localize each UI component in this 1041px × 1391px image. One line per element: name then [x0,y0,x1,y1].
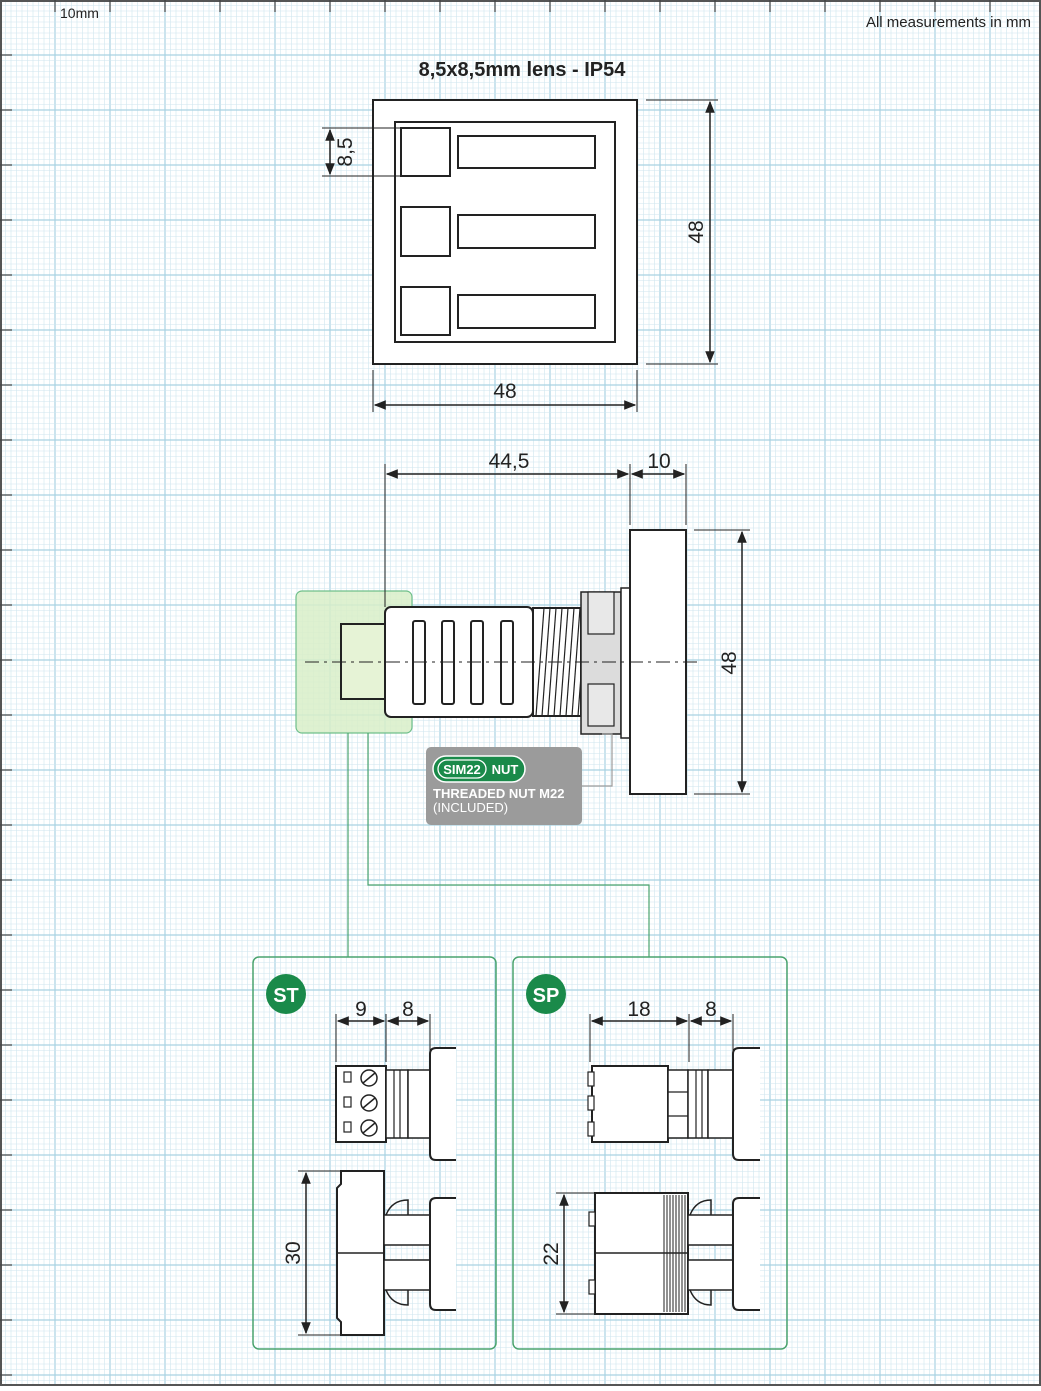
st-screw-1 [360,1069,378,1087]
lens-1 [400,127,451,177]
lens-dim-label: 8,5 [334,137,357,166]
st-side-neck-bottom [383,1259,431,1291]
front-view: 8,5x8,5mm lens - IP54 8,5 48 48 [322,59,718,412]
variant-st-panel: ST 9 8 30 [252,956,497,1350]
sp-plug-tab-1 [587,1071,595,1087]
st-screw-3 [360,1119,378,1137]
thread-line [541,607,551,717]
nut-flat-top [587,591,615,635]
sim22-pill [432,755,526,783]
st-height-dim-label: 30 [282,1241,305,1264]
side-height-dim-label: 48 [718,651,741,674]
variant-st-badge [266,974,306,1014]
side-view: 44,5 10 48 SIM22 NUT THREADED NUT M22 (I… [295,450,750,957]
variant-sp-badge [526,974,566,1014]
st-latch-top [385,1199,409,1216]
scale-label: 10mm [60,5,99,21]
nut-flat-bottom [587,683,615,727]
label-window-3 [457,294,596,329]
sp-side-tab-1 [588,1211,596,1227]
nut-badge: SIM22 NUT THREADED NUT M22 (INCLUDED) [426,747,582,825]
front-height-dim-label: 48 [685,220,708,243]
sp-plug-rear [667,1069,689,1139]
sp-dim-a-label: 18 [627,998,650,1021]
sp-side-neck-bottom [687,1259,734,1291]
sp-side-neck-top [687,1214,734,1246]
sp-height-dim-label: 22 [540,1242,563,1265]
sp-housing-end-side [732,1197,760,1311]
panel-gasket [620,587,631,739]
st-dim-b-label: 8 [402,998,414,1021]
lens-2 [400,206,451,257]
st-side-neck-top [383,1214,431,1246]
sp-latch-bottom [689,1289,712,1306]
units-note: All measurements in mm [866,14,1031,31]
thread-line [559,607,569,717]
front-view-title: 8,5x8,5mm lens - IP54 [419,59,627,81]
nut-badge-line1: THREADED NUT M22 [433,786,564,801]
sp-plug-tab-3 [587,1121,595,1137]
sp-plug-block [591,1065,669,1143]
st-pin-1 [343,1071,352,1083]
nut-badge-line2: (INCLUDED) [433,800,508,815]
label-window-1 [457,135,596,169]
st-plug-neck [385,1069,409,1139]
sp-latch-top [689,1199,712,1216]
variant-st-frame [252,956,497,1350]
st-dim-a-label: 9 [355,998,367,1021]
sim22-brand: SIM22 [443,762,481,777]
sim22-suffix: NUT [492,762,519,777]
variant-st-code: ST [273,985,299,1007]
st-pin-3 [343,1121,352,1133]
sp-socket-part [707,1069,734,1139]
depth-dim-label: 44,5 [489,450,530,473]
st-housing-end-top [429,1047,456,1161]
st-screw-2 [360,1094,378,1112]
label-window-2 [457,214,596,249]
st-housing-end-side [429,1197,456,1311]
bezel-dim-label: 10 [647,450,670,473]
variant-sp-code: SP [533,985,560,1007]
st-pin-2 [343,1096,352,1108]
variant-sp-frame [512,956,788,1350]
variant-sp-panel: SP 18 8 22 [512,956,788,1350]
sp-dim-b-label: 8 [705,998,717,1021]
st-latch-bottom [385,1289,409,1306]
edge-ruler [0,0,991,1376]
sp-plug-tab-2 [587,1095,595,1111]
lens-3 [400,286,451,336]
sim22-inner-pill [437,759,487,779]
front-width-dim-label: 48 [493,380,516,403]
sp-grip-ribs [663,1195,686,1312]
sp-side-tab-2 [588,1279,596,1295]
nut-leader-line [582,733,613,787]
st-socket-part [407,1069,431,1139]
link-line-sp [367,733,650,957]
sp-plug-neck [687,1069,709,1139]
sp-housing-end-top [732,1047,760,1161]
